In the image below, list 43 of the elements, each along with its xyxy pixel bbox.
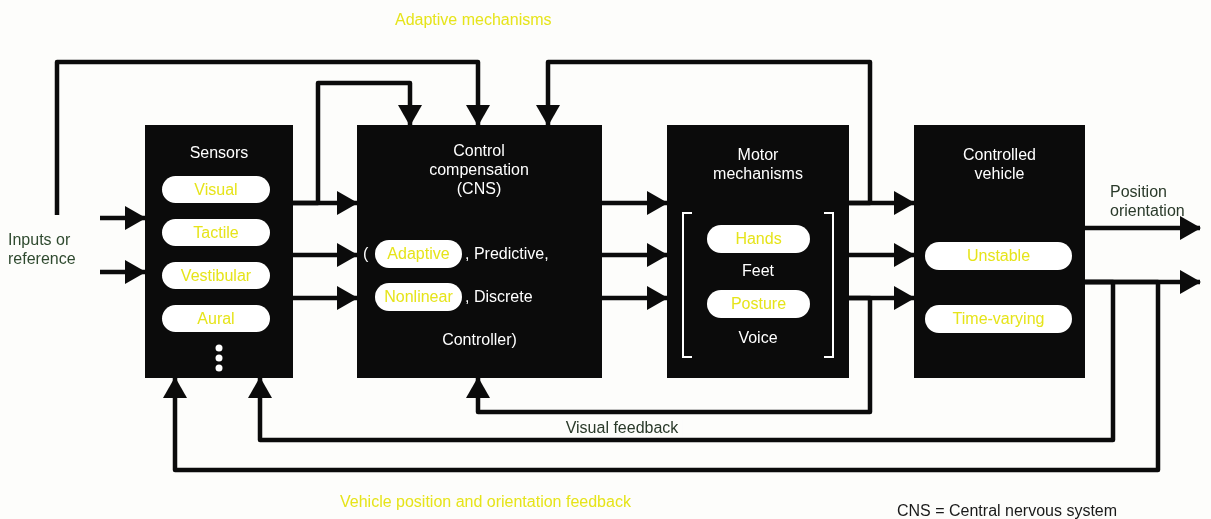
arrow [466, 295, 873, 415]
arrow [293, 286, 358, 310]
arrow [602, 243, 668, 267]
process-block [914, 125, 1085, 378]
arrow [293, 80, 422, 206]
arrow [54, 59, 490, 215]
block-text: , Discrete [465, 287, 534, 306]
option-pill: Vestibular [162, 262, 270, 289]
arrow [100, 206, 146, 230]
input-label: Inputs or reference [8, 230, 77, 269]
option-pill: Visual [162, 176, 270, 203]
option-pill: Unstable [925, 242, 1072, 270]
process-block [357, 125, 602, 378]
option-pill: Hands [707, 225, 810, 253]
option-pill: Time-varying [925, 305, 1072, 333]
process-block [145, 125, 293, 378]
arrow [849, 243, 915, 267]
block-text: , Predictive, [465, 244, 550, 263]
block-text: Controlled vehicle [962, 145, 1037, 183]
loop-label: Vehicle position and orientation feedback [340, 492, 632, 512]
block-text: Feet [741, 261, 775, 280]
block-text: Sensors [188, 143, 250, 162]
arrow [100, 260, 146, 284]
option-pill: Posture [707, 290, 810, 318]
arrow [1085, 216, 1201, 240]
block-text: Control compensation (CNS) [428, 141, 530, 198]
arrow [293, 243, 358, 267]
option-pill: Aural [162, 305, 270, 332]
option-pill: Tactile [162, 219, 270, 246]
arrow [163, 279, 1161, 473]
block-text: ( [363, 244, 370, 263]
block-text: Motor mechanisms [712, 145, 804, 183]
arrow [849, 191, 915, 215]
option-pill: Nonlinear [375, 283, 462, 311]
edge-label: Position orientation [1110, 182, 1186, 220]
arrow [602, 286, 668, 310]
block-text: Controller) [441, 330, 518, 349]
loop-label: Adaptive mechanisms [395, 10, 553, 30]
option-pill: Adaptive [375, 240, 462, 268]
block-text: Voice [737, 328, 779, 347]
note-text: CNS = Central nervous system [897, 501, 1119, 519]
arrow [602, 191, 668, 215]
process-block [667, 125, 849, 378]
